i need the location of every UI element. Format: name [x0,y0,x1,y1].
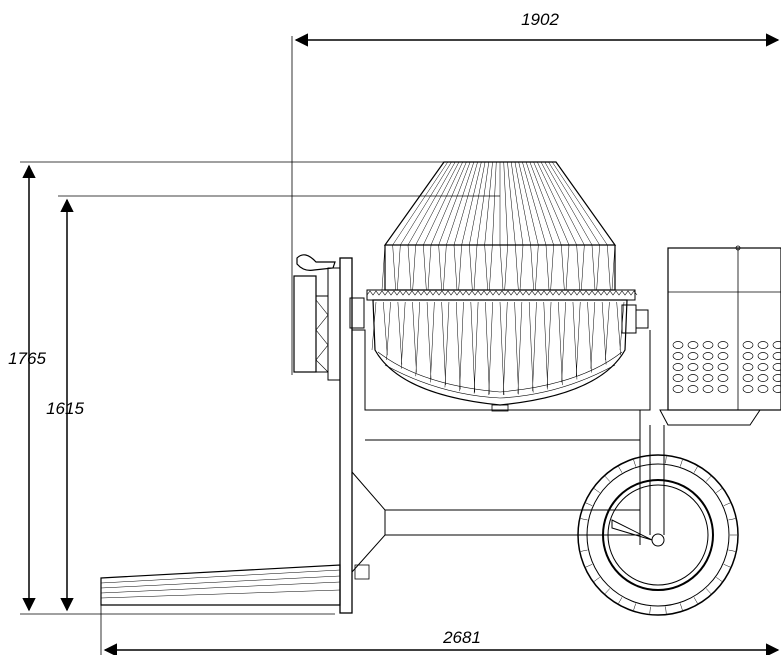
motor-housing [659,245,781,426]
drum-ring-gear [366,289,638,301]
tilting-handwheel [293,254,336,373]
dimension-label-length-total: 2681 [442,628,481,647]
dimension-label-height-total: 1765 [8,349,46,368]
dimension-label-width-top: 1902 [521,10,559,29]
drum-cone-top [381,161,617,291]
tow-drawbar [100,564,370,606]
frame [327,257,651,614]
dimension-label-height-drum: 1615 [46,399,84,418]
dimension-length-total: 2681 [100,578,780,655]
wheel [577,425,739,616]
dimension-height-total: 1765 [8,161,500,615]
dimension-width-top: 1902 [291,10,780,375]
dimension-height-drum: 1615 [46,195,500,612]
drum-bearing [349,297,649,412]
drum-body [371,299,628,406]
